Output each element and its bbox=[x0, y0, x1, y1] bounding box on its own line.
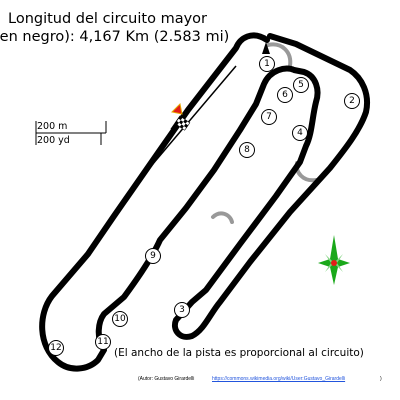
corner-marker-1: 1 bbox=[259, 56, 275, 72]
scale-label-imperial: 200 yd bbox=[37, 135, 70, 146]
corner-marker-7: 7 bbox=[261, 109, 277, 125]
corner-marker-6: 6 bbox=[277, 87, 293, 103]
corner-marker-9: 9 bbox=[145, 248, 161, 264]
corner-marker-2: 2 bbox=[344, 93, 360, 109]
alt-link-turn-1 bbox=[266, 42, 293, 68]
title-line-2: (en negro): 4,167 Km (2.583 mi) bbox=[0, 29, 230, 45]
direction-arrow-icon bbox=[262, 42, 270, 54]
corner-marker-12: 12 bbox=[48, 340, 64, 356]
credit-link[interactable]: https://commons.wikimedia.org/wiki/User:… bbox=[212, 376, 346, 382]
corner-marker-8: 8 bbox=[239, 142, 255, 158]
corner-marker-3: 3 bbox=[174, 302, 190, 318]
scale-label-metric: 200 m bbox=[37, 121, 68, 132]
corner-marker-11: 11 bbox=[95, 334, 111, 350]
alt-link-chicane bbox=[211, 211, 234, 224]
compass-rose-icon bbox=[318, 235, 350, 285]
corner-marker-4: 4 bbox=[292, 125, 308, 141]
start-flag-red bbox=[170, 102, 183, 115]
track-width-note: (El ancho de la pista es proporcional al… bbox=[114, 347, 364, 359]
title-line-1: Longitud del circuito mayor bbox=[8, 11, 207, 27]
track-main bbox=[39, 32, 370, 372]
corner-marker-10: 10 bbox=[112, 311, 128, 327]
scale-bar bbox=[35, 121, 107, 145]
credit-author: (Autor: Gustavo Girardelli bbox=[138, 376, 195, 382]
checkered-flag-icon bbox=[170, 115, 191, 131]
credit-close: ) bbox=[380, 376, 382, 382]
corner-marker-5: 5 bbox=[293, 77, 309, 93]
pit-lane bbox=[123, 65, 237, 199]
